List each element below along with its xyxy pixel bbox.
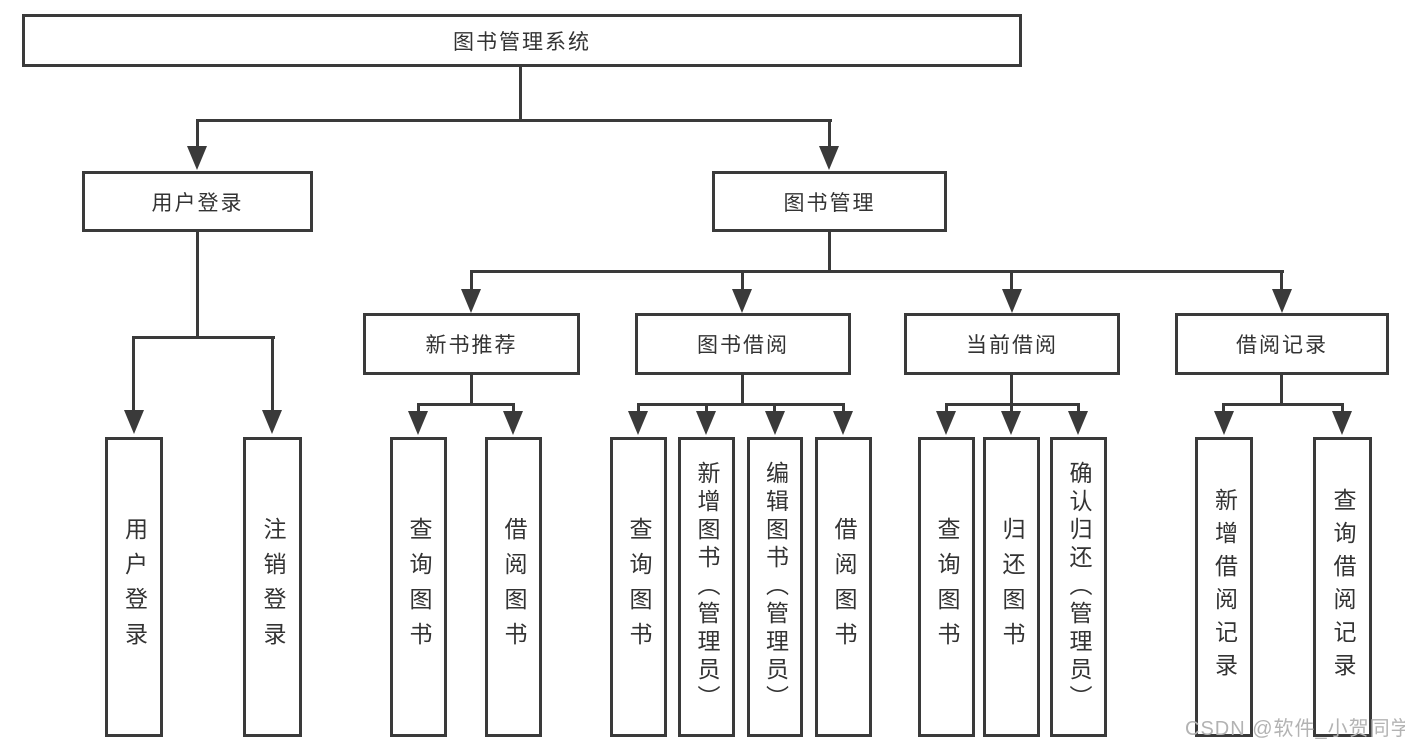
leaf-edit-books-admin-label: 编辑图书（管理员） <box>762 461 789 713</box>
arrow-down-icon <box>1214 411 1234 435</box>
leaf-edit-books-admin: 编辑图书（管理员） <box>747 437 803 737</box>
node-book-management: 图书管理 <box>712 171 947 232</box>
arrow-shaft <box>705 403 708 415</box>
leaf-query-borrow-record-label: 查询借阅记录 <box>1330 488 1356 686</box>
leaf-borrow-books: 借阅图书 <box>815 437 872 737</box>
arrow-down-icon <box>936 411 956 435</box>
leaf-query-books-borrowing-label: 查询图书 <box>626 517 652 657</box>
node-book-management-label: 图书管理 <box>783 191 876 215</box>
leaf-confirm-return-admin: 确认归还（管理员） <box>1050 437 1107 737</box>
node-new-book-recommend: 新书推荐 <box>363 313 580 375</box>
arrow-shaft <box>132 336 135 411</box>
connector-line <box>1223 403 1344 406</box>
leaf-user-login-label: 用户登录 <box>121 517 148 657</box>
node-book-borrowing: 图书借阅 <box>635 313 851 375</box>
connector-line <box>196 232 199 338</box>
leaf-user-login: 用户登录 <box>105 437 163 737</box>
arrow-shaft <box>271 336 274 411</box>
node-borrow-records-label: 借阅记录 <box>1236 334 1328 357</box>
arrow-down-icon <box>1272 289 1292 313</box>
connector-line <box>417 403 515 406</box>
arrow-shaft <box>1077 403 1080 415</box>
connector-line <box>1280 375 1283 405</box>
connector-line <box>470 270 1284 273</box>
arrow-shaft <box>637 403 640 415</box>
arrow-down-icon <box>1332 411 1352 435</box>
arrow-shaft <box>1341 403 1344 415</box>
connector-line <box>741 375 744 405</box>
node-new-book-recommend-label: 新书推荐 <box>425 334 518 357</box>
arrow-down-icon <box>1001 411 1021 435</box>
csdn-watermark: CSDN @软件_小贺同学 <box>1185 718 1405 740</box>
arrow-shaft <box>945 403 948 415</box>
leaf-borrow-books-recommend-label: 借阅图书 <box>501 517 527 657</box>
node-borrow-records: 借阅记录 <box>1175 313 1389 375</box>
node-current-borrowing-label: 当前借阅 <box>966 334 1058 357</box>
arrow-down-icon <box>732 289 752 313</box>
arrow-down-icon <box>124 410 144 434</box>
node-root: 图书管理系统 <box>22 14 1022 67</box>
arrow-shaft <box>741 270 744 290</box>
arrow-down-icon <box>1068 411 1088 435</box>
arrow-shaft <box>842 403 845 415</box>
arrow-down-icon <box>1002 289 1022 313</box>
arrow-down-icon <box>696 411 716 435</box>
arrow-shaft <box>773 403 776 415</box>
leaf-return-books: 归还图书 <box>983 437 1040 737</box>
leaf-add-books-admin-label: 新增图书（管理员） <box>694 461 720 713</box>
leaf-query-books-borrowing: 查询图书 <box>610 437 667 737</box>
arrow-down-icon <box>833 411 853 435</box>
arrow-shaft <box>1010 403 1013 415</box>
leaf-confirm-return-admin-label: 确认归还（管理员） <box>1066 461 1092 713</box>
arrow-shaft <box>1010 270 1013 290</box>
connector-line <box>470 375 473 405</box>
arrow-down-icon <box>262 410 282 434</box>
leaf-add-books-admin: 新增图书（管理员） <box>678 437 735 737</box>
leaf-query-books-recommend-label: 查询图书 <box>406 517 432 657</box>
arrow-shaft <box>196 119 199 147</box>
node-book-borrowing-label: 图书借阅 <box>697 334 789 357</box>
arrow-shaft <box>512 403 515 415</box>
arrow-down-icon <box>819 146 839 170</box>
connector-line <box>519 67 522 120</box>
arrow-shaft <box>1222 403 1225 415</box>
arrow-down-icon <box>187 146 207 170</box>
leaf-add-borrow-record: 新增借阅记录 <box>1195 437 1253 737</box>
connector-line <box>637 403 845 406</box>
leaf-borrow-books-recommend: 借阅图书 <box>485 437 542 737</box>
arrow-down-icon <box>628 411 648 435</box>
arrow-shaft <box>1280 270 1283 290</box>
connector-line <box>1010 375 1013 405</box>
connector-line <box>197 119 832 122</box>
arrow-down-icon <box>461 289 481 313</box>
arrow-down-icon <box>765 411 785 435</box>
leaf-logout-label: 注销登录 <box>260 517 286 657</box>
arrow-shaft <box>470 270 473 290</box>
node-user-login: 用户登录 <box>82 171 313 232</box>
node-current-borrowing: 当前借阅 <box>904 313 1120 375</box>
leaf-logout: 注销登录 <box>243 437 302 737</box>
node-root-label: 图书管理系统 <box>453 30 591 54</box>
arrow-down-icon <box>408 411 428 435</box>
leaf-borrow-books-label: 借阅图书 <box>831 517 857 657</box>
leaf-query-books-recommend: 查询图书 <box>390 437 447 737</box>
connector-line <box>828 232 831 272</box>
arrow-shaft <box>417 403 420 415</box>
node-user-login-label: 用户登录 <box>151 191 244 215</box>
leaf-add-borrow-record-label: 新增借阅记录 <box>1211 488 1238 686</box>
arrow-down-icon <box>503 411 523 435</box>
leaf-query-books-current-label: 查询图书 <box>934 517 960 657</box>
leaf-query-books-current: 查询图书 <box>918 437 975 737</box>
arrow-shaft <box>828 119 831 147</box>
leaf-query-borrow-record: 查询借阅记录 <box>1313 437 1372 737</box>
leaf-return-books-label: 归还图书 <box>999 517 1025 657</box>
connector-line <box>132 336 275 339</box>
